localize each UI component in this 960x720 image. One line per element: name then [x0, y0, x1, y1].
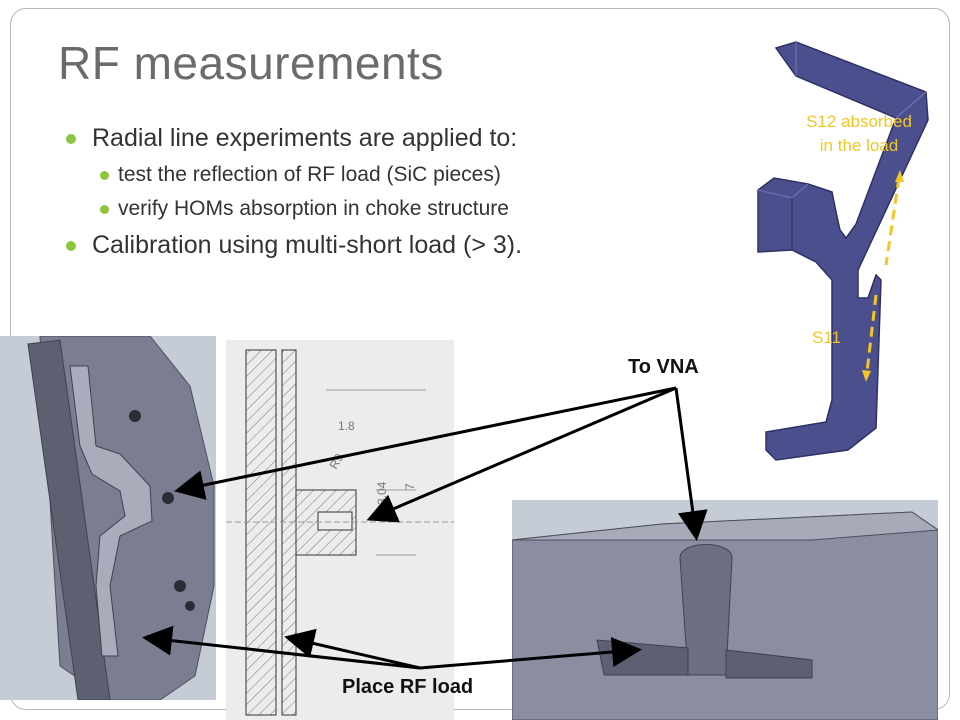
bullet-dot-icon	[100, 205, 109, 214]
bullet-text: Radial line experiments are applied to:	[92, 124, 518, 152]
s11-label: S11	[812, 328, 841, 347]
s12-label: S12 absorbed in the load	[784, 110, 934, 158]
to-vna-label: To VNA	[628, 356, 699, 378]
slide-title: RF measurements	[58, 37, 444, 89]
s12-label-line1: S12 absorbed	[806, 112, 912, 131]
cross-section-model-image	[512, 500, 938, 720]
bullet-item: Radial line experiments are applied to:	[66, 124, 746, 153]
bullet-dot-icon	[66, 134, 76, 144]
place-rf-load-label: Place RF load	[342, 676, 474, 698]
bullet-text: verify HOMs absorption in choke structur…	[118, 197, 509, 220]
dim-label: 1.8	[338, 419, 355, 433]
bullet-list: Radial line experiments are applied to: …	[66, 124, 746, 270]
s12-label-line2: in the load	[819, 136, 899, 155]
bullet-item: Calibration using multi-short load (> 3)…	[66, 231, 746, 260]
dim-label: 7	[403, 483, 417, 490]
dim-label: 3.04	[375, 481, 389, 505]
technical-drawing-image: 1.8 R9 3.04 7	[226, 340, 454, 720]
bullet-text: Calibration using multi-short load (> 3)…	[92, 231, 523, 259]
sub-bullet-item: verify HOMs absorption in choke structur…	[66, 197, 746, 221]
flange-model-image	[0, 336, 216, 700]
bullet-dot-icon	[66, 241, 76, 251]
bullet-text: test the reflection of RF load (SiC piec…	[118, 163, 501, 186]
sub-bullet-item: test the reflection of RF load (SiC piec…	[66, 163, 746, 187]
choke-model-image	[757, 41, 929, 461]
bullet-dot-icon	[100, 171, 109, 180]
